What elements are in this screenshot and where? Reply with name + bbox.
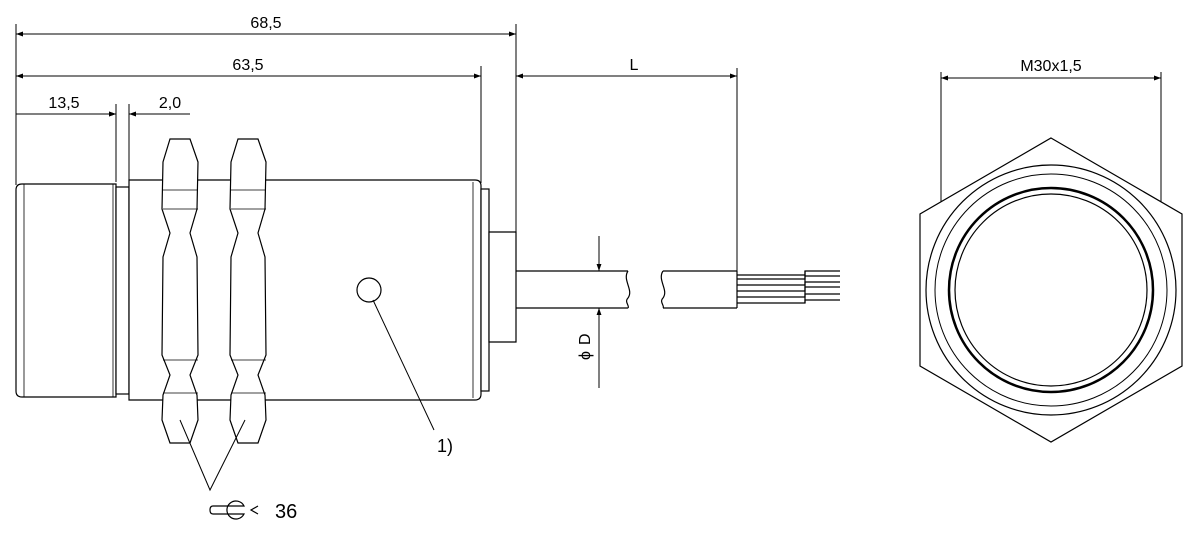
sensing-face-inner [954,193,1148,387]
cable-break-right [660,270,666,309]
label-overall-length: 68,5 [250,15,281,32]
wire-3b [737,299,840,304]
wire-1 [737,270,840,276]
mounting-nut-left [161,138,199,444]
mounting-nut-right [229,138,267,444]
led-indicator [356,277,382,303]
label-cable-diameter-group: ϕ D [577,333,594,360]
annotations: 1) 36 [209,436,453,523]
label-front-length: 13,5 [48,95,79,112]
dimension-labels: 68,5 63,5 13,5 2,0 L ϕ D [48,15,638,360]
sensor-cable-gland [488,231,517,343]
cable [516,270,840,309]
mounting-nuts [161,138,267,444]
label-cable-length: L [630,57,639,74]
wrench-icon [209,500,259,520]
sensor-step [115,186,130,395]
leader-led [372,299,435,431]
label-body-length: 63,5 [232,57,263,74]
label-cable-diameter: D [577,333,594,345]
thread-dimension: M30x1,5 [941,58,1161,81]
sensor-side-view [15,179,517,401]
led-marker-label: 1) [437,436,453,456]
sensor-rear-face [480,188,490,392]
sensor-threaded-body [128,179,482,401]
wrench-size-label: 36 [275,501,297,523]
sensor-front-cap [15,183,117,398]
label-diameter-symbol: ϕ [577,351,594,360]
leader-lines [179,299,435,492]
sensor-front-view [919,72,1183,443]
leader-nuts [179,419,246,492]
wire-2b [737,286,840,292]
wire-1b [737,275,840,280]
label-thread: M30x1,5 [1020,58,1081,75]
cable-break-left [625,270,631,309]
label-step-length: 2,0 [159,95,181,112]
wire-2 [737,281,840,286]
wire-3 [737,293,840,298]
